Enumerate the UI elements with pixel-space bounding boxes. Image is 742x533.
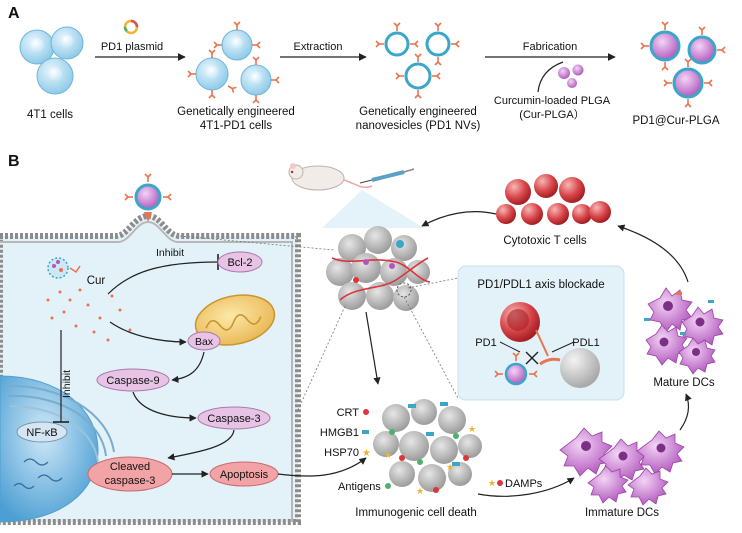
inhibit-bcl2-line — [107, 261, 219, 295]
icd-label: Immunogenic cell death — [355, 507, 476, 519]
syringe-icon — [359, 168, 415, 184]
damps-label: DAMPs — [505, 478, 543, 490]
plasmid-icon — [123, 19, 139, 35]
cur-line1: Curcumin-loaded PLGA — [494, 95, 611, 107]
pdl1-pointer — [551, 341, 575, 353]
axis-tumor-cell-icon — [539, 348, 600, 388]
hsp70-marker: ★ — [362, 448, 371, 459]
extraction-label: Extraction — [294, 41, 343, 53]
crt-marker — [363, 409, 369, 415]
pd1-stalk — [535, 329, 549, 357]
hmgb1-label: HMGB1 — [320, 427, 359, 439]
pd1-pointer — [499, 341, 521, 353]
icd-cells-icon: ★ ★ ★ ★ — [373, 399, 482, 496]
arrow-caspase3-cleaved — [167, 429, 235, 461]
pd1-cur-plga-icon — [640, 21, 726, 108]
product-label: PD1@Cur-PLGA — [632, 115, 719, 127]
axis-title: PD1/PDL1 axis blockade — [477, 279, 604, 291]
arrow-tumor-icd — [365, 311, 381, 385]
bcl2-node — [217, 251, 263, 273]
tumor-cell-membrane-inner — [0, 220, 293, 522]
panel-b-label: B — [8, 153, 20, 170]
mitochondrion-icon — [194, 294, 276, 346]
apoptosis-label: Apoptosis — [220, 469, 269, 481]
zoom-line-right-top — [407, 277, 459, 289]
pd1-label: PD1 — [475, 337, 496, 349]
bcl2-label: Bcl-2 — [227, 257, 252, 269]
nucleus-icon — [0, 375, 115, 523]
cur-label: Cur — [87, 275, 106, 287]
tumor-zoom-target — [396, 282, 412, 298]
tumor-mass-icon — [326, 226, 431, 311]
blockade-x-icon — [525, 351, 539, 365]
axis-pd1-nanoparticle-icon — [494, 352, 538, 386]
hmgb1-marker — [362, 430, 369, 434]
antigens-label: Antigens — [338, 481, 381, 493]
endosome-cluster-icon — [47, 257, 81, 279]
caspase3-label: Caspase-3 — [207, 413, 260, 425]
svg-text:★: ★ — [416, 486, 424, 496]
panel-a: A 4T1 cells PD1 plasmid — [8, 5, 726, 132]
caspase9-node — [96, 368, 170, 392]
plasmid-label: PD1 plasmid — [101, 41, 163, 53]
cur-line2: (Cur-PLGA） — [519, 108, 584, 121]
svg-text:★: ★ — [384, 450, 392, 460]
nfkb-node — [16, 421, 68, 443]
cur-plga-particles-icon — [558, 64, 584, 88]
mature-dcs-icon — [644, 287, 724, 375]
cur-dots — [46, 288, 132, 342]
zoom-line-left-top — [179, 235, 335, 251]
engineered-line2: 4T1-PD1 cells — [200, 120, 272, 132]
svg-text:★: ★ — [488, 478, 496, 488]
zoom-line-right-bottom — [403, 296, 459, 399]
cleaved-line1: Cleaved — [110, 461, 150, 473]
immature-dcs-label: Immature DCs — [585, 507, 659, 519]
arrow-bax-caspase9 — [171, 351, 205, 383]
arrow-mature-tcells — [617, 224, 689, 283]
arrow-icd-immature — [477, 477, 575, 497]
zoom-line-left-bottom — [297, 303, 347, 411]
panel-b: B NF-κB Inhibit — [0, 153, 724, 525]
svg-text:★: ★ — [446, 462, 454, 472]
nv-line2: nanovesicles (PD1 NVs) — [356, 120, 481, 132]
inhibit-top-label: Inhibit — [156, 247, 184, 259]
bax-node — [187, 331, 221, 351]
axis-t-cell-icon — [500, 302, 540, 342]
panel-a-label: A — [8, 5, 20, 22]
cur-plga-connector — [537, 61, 564, 93]
nanovesicles-icon — [375, 22, 460, 99]
caspase3-node — [197, 406, 271, 430]
tumor-projection — [322, 190, 424, 228]
hsp70-label: HSP70 — [324, 447, 359, 459]
bax-label: Bax — [195, 336, 214, 348]
nanoparticle-entering-icon — [124, 173, 172, 222]
arrow-apoptosis-icd — [277, 457, 367, 477]
arrow-caspase9-caspase3 — [132, 391, 197, 422]
pdl1-label: PDL1 — [572, 337, 600, 349]
nv-line1: Genetically engineered — [359, 106, 477, 118]
arrow-immature-mature — [679, 393, 692, 431]
caspase9-label: Caspase-9 — [106, 375, 159, 387]
inhibit-side-label: Inhibit — [61, 370, 73, 398]
mature-dcs-label: Mature DCs — [653, 377, 715, 389]
cytotoxic-label: Cytotoxic T cells — [503, 235, 587, 247]
engineered-line1: Genetically engineered — [177, 106, 295, 118]
mouse-icon — [288, 163, 373, 191]
crt-label: CRT — [337, 407, 360, 419]
arrow-cur-bax — [109, 321, 187, 346]
antigens-marker — [385, 483, 391, 489]
engineered-cells-icon — [187, 21, 280, 104]
fabrication-label: Fabrication — [523, 41, 577, 53]
arrow-tcells-tumor — [421, 211, 497, 227]
cytotoxic-t-cells-icon — [496, 174, 611, 225]
cleaved-line2: caspase-3 — [105, 475, 156, 487]
damps-markers: ★ — [488, 478, 503, 488]
cells-label: 4T1 cells — [27, 109, 73, 121]
immature-dcs-icon — [559, 427, 685, 506]
svg-text:★: ★ — [468, 424, 476, 434]
nfkb-label: NF-κB — [26, 427, 57, 439]
4t1-cells-icon — [19, 26, 84, 95]
